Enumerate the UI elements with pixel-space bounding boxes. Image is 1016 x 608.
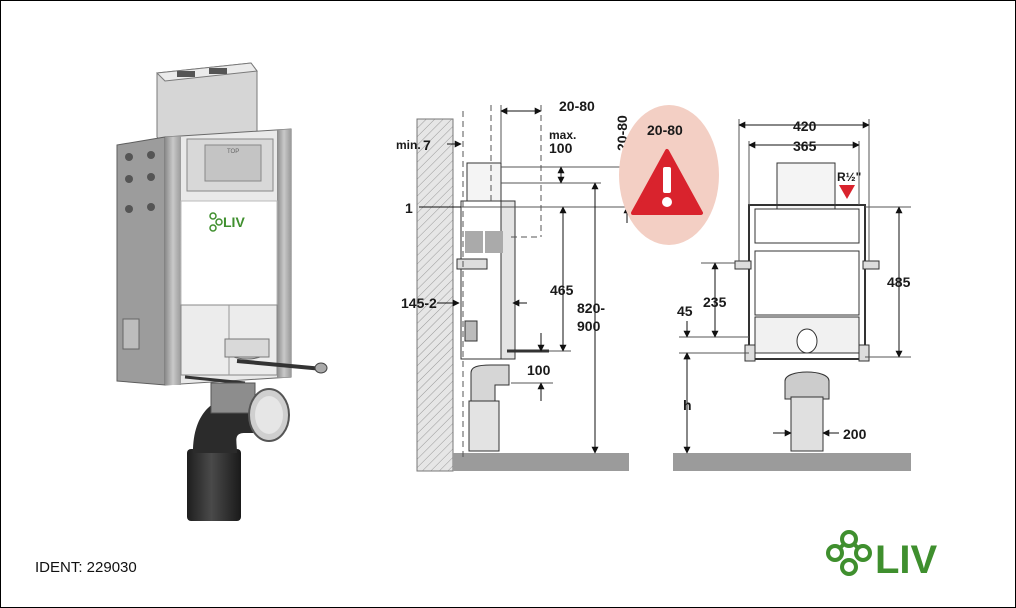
label-1: 1 [405, 200, 413, 216]
body-logo-text: LIV [223, 214, 245, 230]
dim-20-80-horizontal: 20-80 [559, 98, 595, 114]
body-logo: LIV [209, 212, 245, 232]
max-label: max. [549, 128, 576, 142]
brand-logo-mark [826, 530, 872, 576]
dim-145-2: 145-2 [401, 295, 437, 311]
dim-485: 485 [887, 274, 911, 290]
dim-465: 465 [550, 282, 574, 298]
dim-h: h [683, 397, 692, 413]
thread-label: R½" [837, 170, 861, 184]
dim-820: 820- [577, 300, 605, 316]
dim-365: 365 [793, 138, 817, 154]
side-view: min. 7 20-80 max. 100 20-80 1 145-2 465 … [396, 98, 641, 472]
max-value: 100 [549, 140, 573, 156]
thread-marker-icon [839, 185, 855, 199]
dim-200: 200 [843, 426, 867, 442]
warning-badge: 20-80 [619, 105, 719, 245]
ident-number: IDENT: 229030 [35, 559, 137, 576]
dim-235: 235 [703, 294, 727, 310]
front-view: 420 365 R½" 485 235 45 h 200 [673, 118, 911, 471]
brand-logo-text: LIV [875, 538, 938, 582]
dim-900: 900 [577, 318, 601, 334]
top-label: TOP [227, 149, 239, 155]
dim-45: 45 [677, 303, 693, 319]
product-render: TOP LIV [116, 62, 328, 521]
brand-logo: LIV [826, 530, 938, 582]
min-value: 7 [423, 137, 431, 153]
warning-range: 20-80 [647, 122, 683, 138]
min-label: min. [396, 138, 421, 152]
dim-420: 420 [793, 118, 817, 134]
dim-100-lower: 100 [527, 362, 551, 378]
